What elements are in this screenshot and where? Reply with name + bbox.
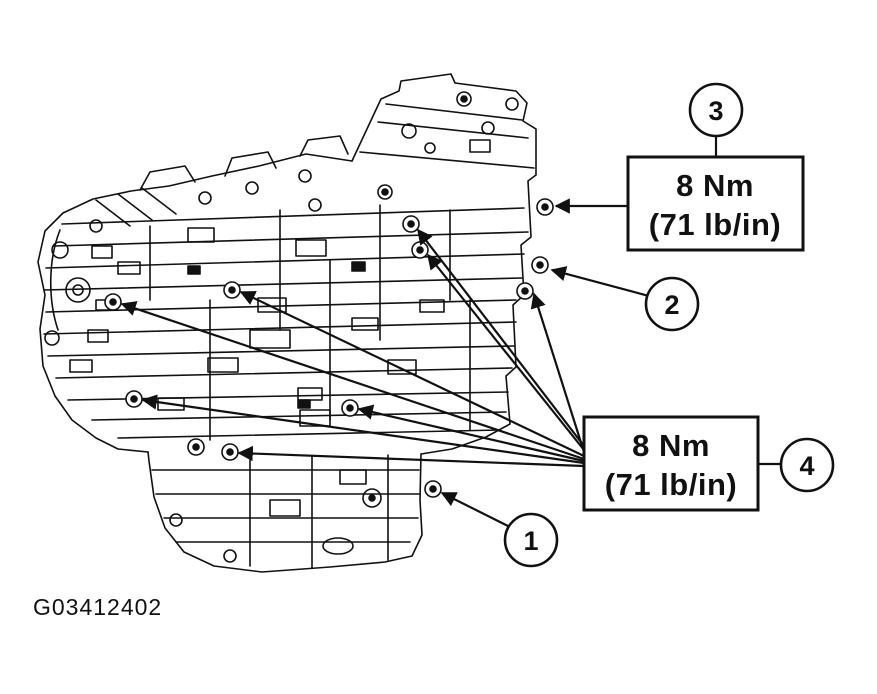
leader-arrow bbox=[237, 445, 585, 468]
leader-arrow bbox=[417, 228, 585, 447]
callout-3: 3 bbox=[688, 82, 744, 138]
leader-arrow bbox=[357, 404, 585, 463]
callout-number: 2 bbox=[664, 290, 679, 320]
leader-arrow bbox=[239, 291, 585, 457]
callout-circle bbox=[644, 276, 700, 332]
callout-number: 4 bbox=[799, 451, 814, 481]
leader-arrow bbox=[120, 301, 585, 461]
leader-arrow bbox=[440, 492, 511, 528]
leader-arrow bbox=[141, 394, 585, 465]
case-outline-left bbox=[37, 153, 353, 453]
torque-value-nm: 8 Nm bbox=[676, 168, 754, 203]
torque-bolts bbox=[104, 198, 554, 498]
torque-value-nm: 8 Nm bbox=[632, 428, 710, 463]
torque-box-top: 8 Nm (71 lb/in) bbox=[626, 155, 805, 252]
transaxle-line-art bbox=[37, 73, 554, 573]
leader-arrows bbox=[120, 136, 781, 528]
leader-arrow bbox=[550, 266, 650, 298]
torque-value-lbin: (71 lb/in) bbox=[605, 467, 737, 502]
callout-number: 3 bbox=[708, 96, 723, 126]
torque-box-bottom: 8 Nm (71 lb/in) bbox=[582, 415, 760, 512]
callout-number: 1 bbox=[523, 526, 538, 556]
torque-value-lbin: (71 lb/in) bbox=[649, 207, 781, 242]
torque-box-border bbox=[626, 155, 805, 252]
leader-arrow bbox=[427, 253, 585, 451]
leader-arrow bbox=[530, 292, 586, 453]
callout-4: 4 bbox=[779, 437, 835, 493]
figure-id: G03412402 bbox=[33, 594, 163, 620]
callout-circle bbox=[688, 82, 744, 138]
case-outline bbox=[351, 73, 537, 455]
case-outline-bottom bbox=[147, 451, 423, 573]
callout-2: 2 bbox=[644, 276, 700, 332]
torque-box-border bbox=[582, 415, 760, 512]
callout-circle bbox=[779, 437, 835, 493]
callout-circle bbox=[503, 512, 559, 568]
callout-1: 1 bbox=[503, 512, 559, 568]
